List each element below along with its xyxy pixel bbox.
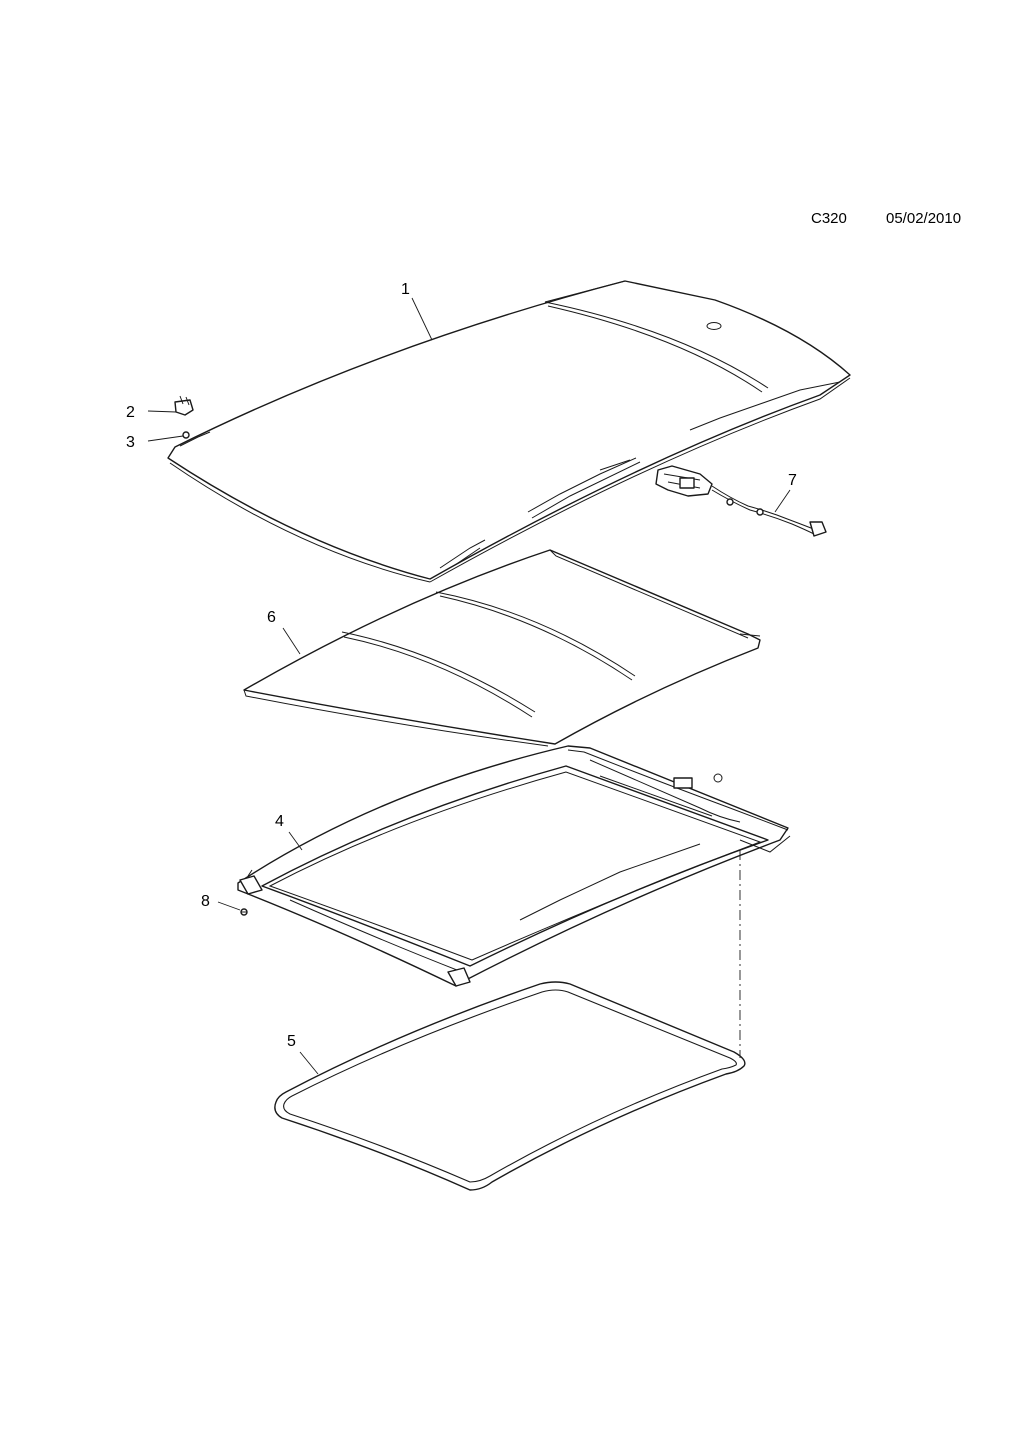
roof-panel[interactable] — [167, 280, 851, 583]
callout-1: 1 — [401, 281, 433, 341]
diagram-date: 05/02/2010 — [886, 210, 962, 227]
callout-2: 2 — [126, 404, 177, 421]
motor-harness[interactable] — [655, 465, 827, 537]
callout-number: 4 — [275, 813, 284, 830]
callout-number: 7 — [788, 472, 797, 489]
screw[interactable] — [240, 908, 248, 916]
fastener[interactable] — [182, 431, 190, 439]
seal[interactable] — [274, 981, 746, 1191]
clip[interactable] — [174, 395, 194, 416]
callout-number: 6 — [267, 609, 276, 626]
callout-6: 6 — [267, 609, 301, 655]
callout-5: 5 — [287, 1033, 319, 1075]
callout-number: 8 — [201, 893, 210, 910]
diagram-code: C320 — [811, 210, 847, 227]
callout-8: 8 — [201, 893, 241, 911]
callout-3: 3 — [126, 434, 184, 451]
sunshade[interactable] — [243, 549, 761, 747]
callout-number: 2 — [126, 404, 135, 421]
sunroof-frame[interactable] — [237, 745, 791, 987]
callout-7: 7 — [774, 472, 797, 513]
callout-number: 5 — [287, 1033, 296, 1050]
callout-4: 4 — [275, 813, 303, 851]
callout-number: 3 — [126, 434, 135, 451]
callout-number: 1 — [401, 281, 410, 298]
